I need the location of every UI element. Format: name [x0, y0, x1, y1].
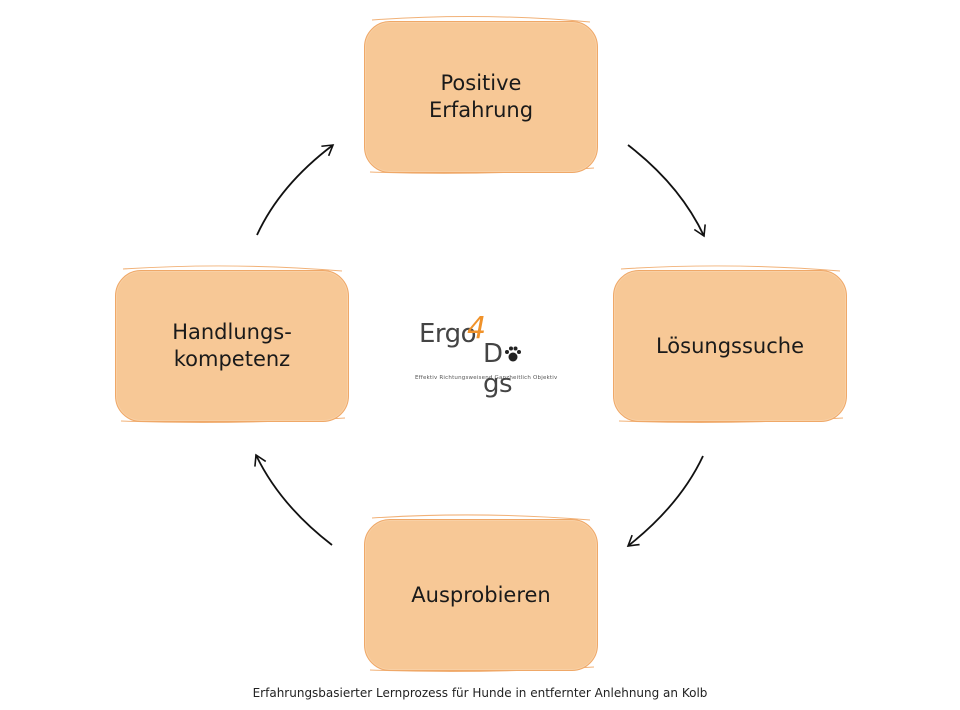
node-label: Ausprobieren [411, 582, 551, 607]
logo-text-ergo: Ergo [419, 319, 477, 349]
ergo4dogs-logo: Ergo 4 Dgs Effektiv Richtungsweisend Gan… [415, 311, 557, 399]
node-handlungskompetenz: Handlungs- kompetenz [115, 270, 349, 422]
node-label: Positive Erfahrung [428, 71, 534, 122]
node-label: Lösungssuche [655, 333, 805, 358]
arrow-right-to-bottom [626, 455, 704, 547]
figure-caption: Erfahrungsbasierter Lernprozess für Hund… [252, 686, 708, 700]
logo-text-dgs: Dgs [483, 339, 545, 399]
logo-tagline: Effektiv Richtungsweisend Ganzheitlich O… [415, 375, 558, 381]
arrow-top-to-right [627, 144, 706, 238]
logo-text-four: 4 [467, 311, 487, 346]
arrow-bottom-to-left [254, 453, 333, 546]
arrow-left-to-top [256, 144, 335, 236]
paw-icon [504, 346, 521, 362]
node-label: Handlungs- kompetenz [172, 320, 292, 371]
node-ausprobieren: Ausprobieren [364, 519, 598, 671]
node-positive-erfahrung: Positive Erfahrung [364, 21, 598, 173]
node-loesungssuche: Lösungssuche [613, 270, 847, 422]
